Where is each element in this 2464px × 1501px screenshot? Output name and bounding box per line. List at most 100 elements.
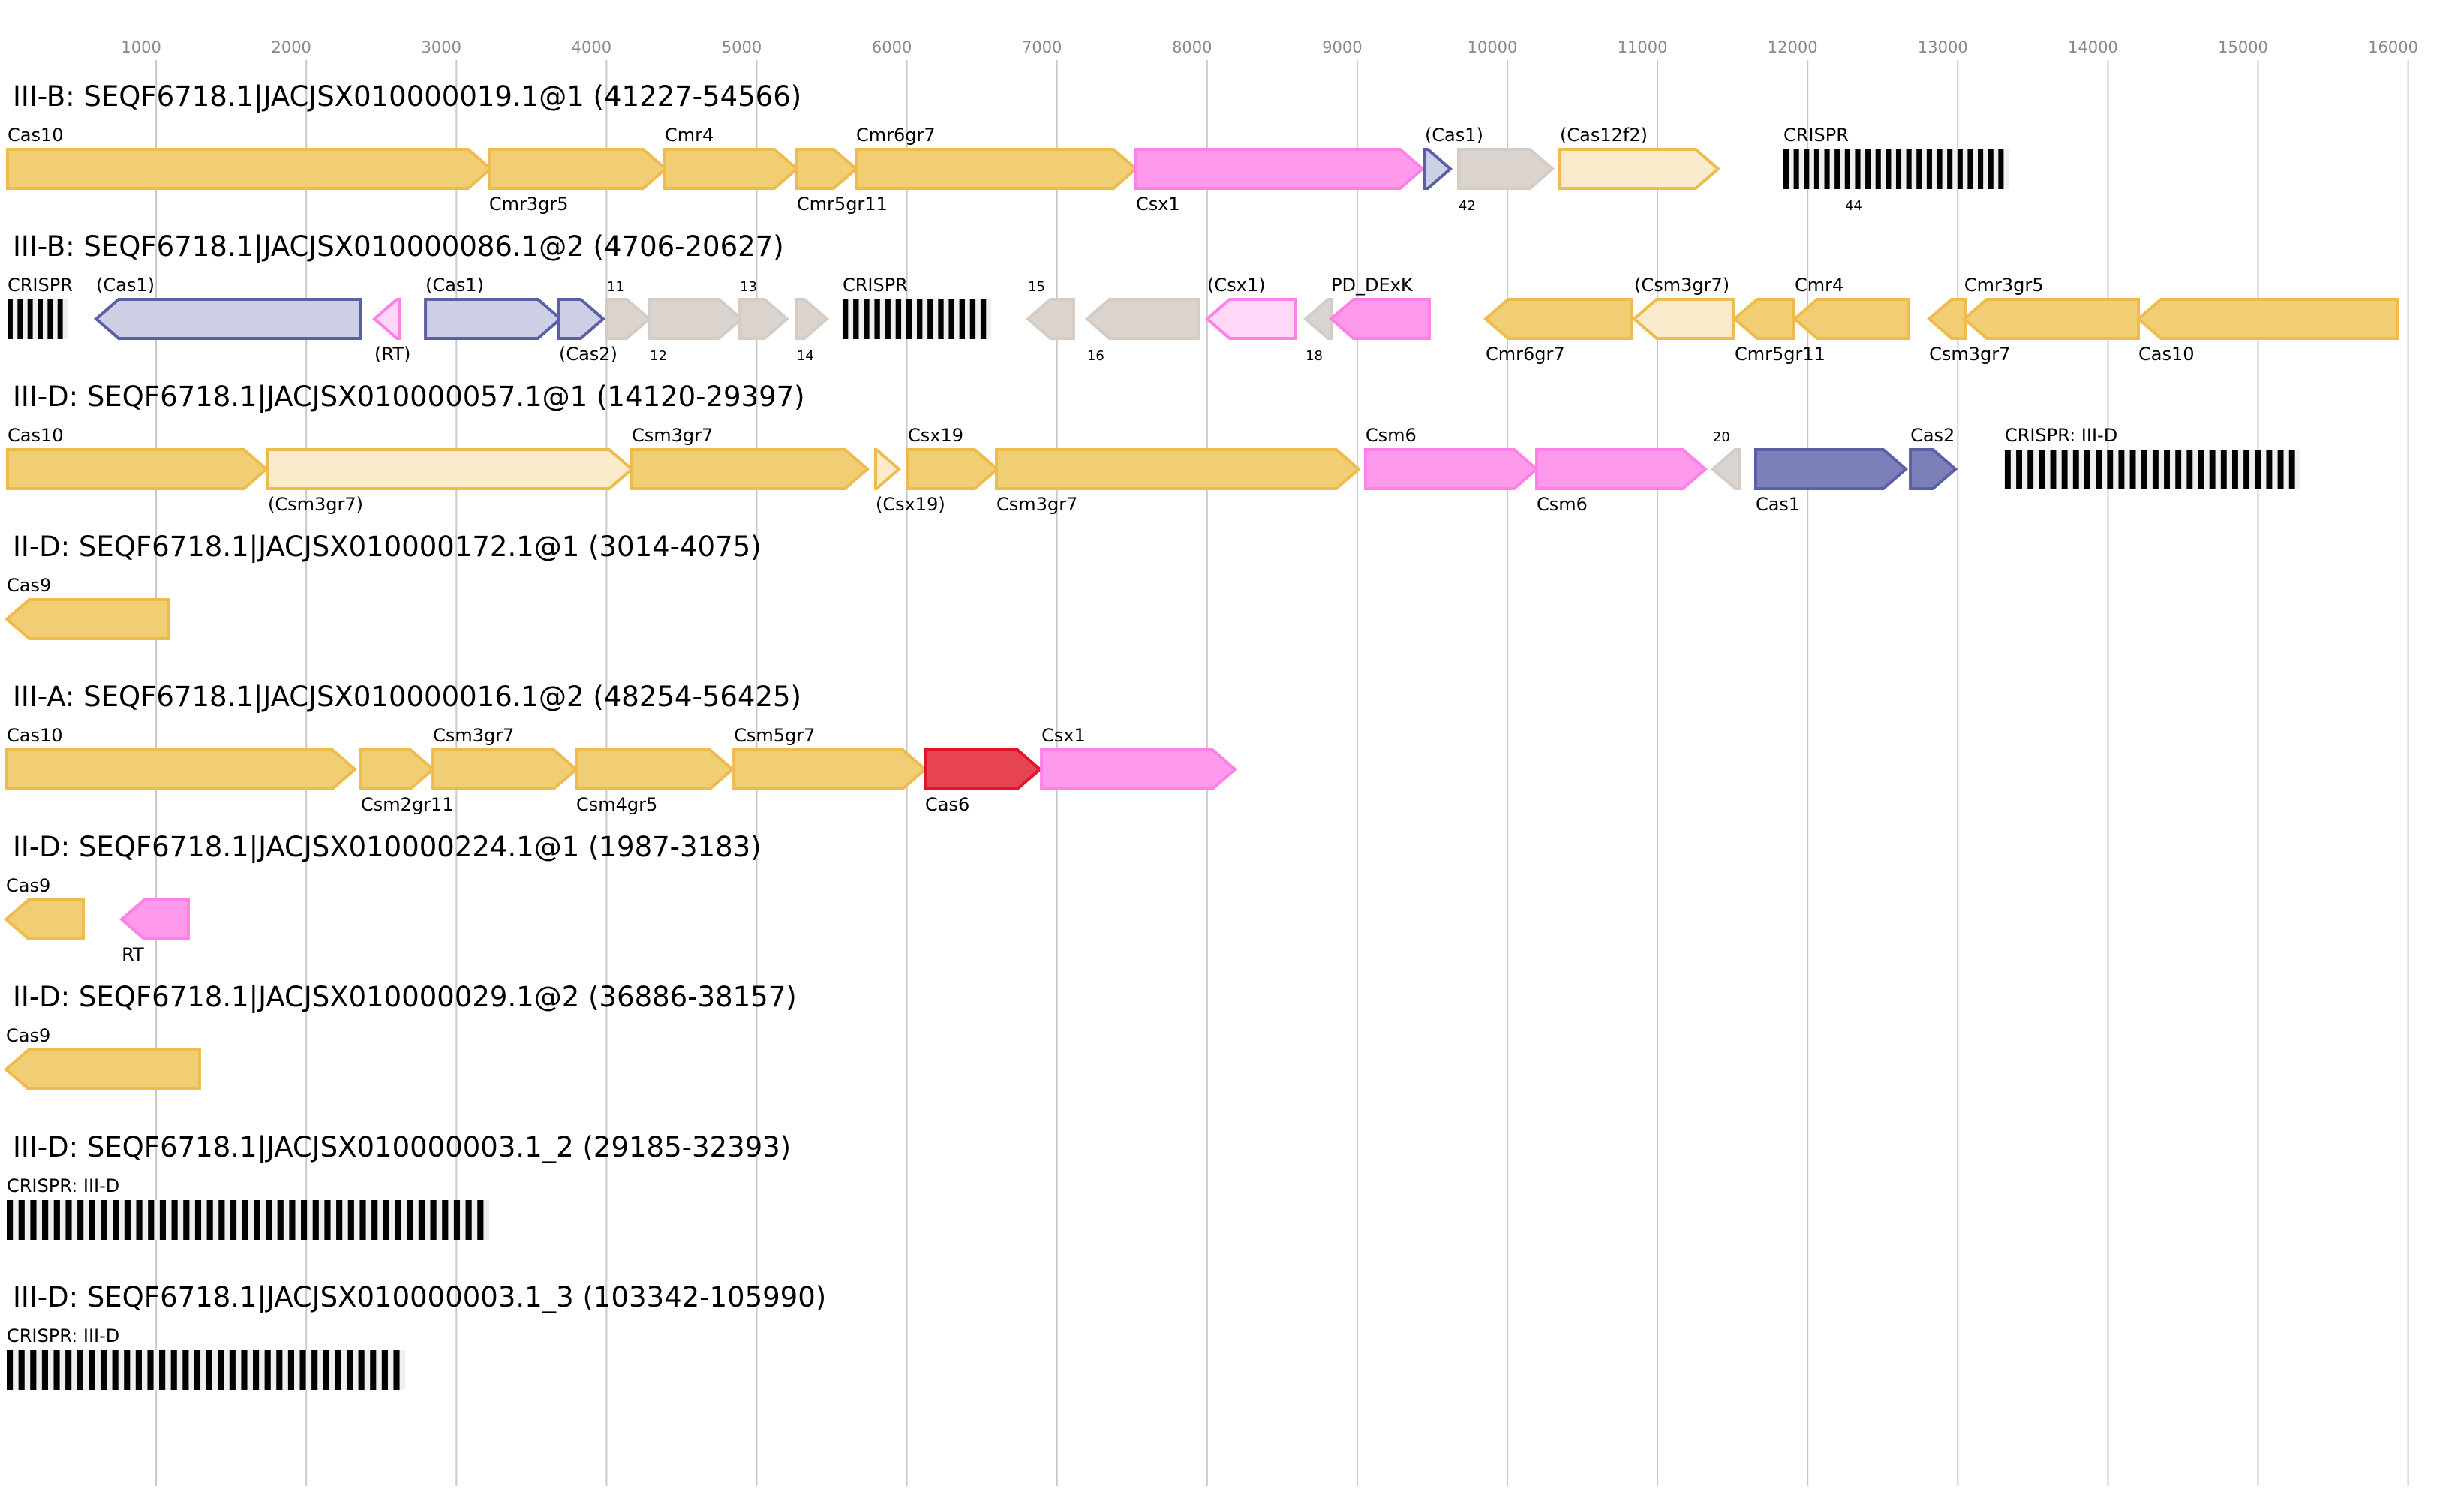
gene-arrow-reverse[interactable] (1303, 298, 1334, 340)
gene-arrow-reverse[interactable] (1329, 298, 1431, 340)
gene-arrow-reverse[interactable] (1732, 298, 1795, 340)
gene-arrow-reverse[interactable] (1792, 298, 1911, 340)
crispr-repeat (312, 1200, 319, 1240)
crispr-array[interactable] (8, 299, 68, 339)
track-title: II-D: SEQF6718.1|JACJSX010000029.1@2 (36… (13, 981, 797, 1013)
gene-arrow-reverse[interactable] (1961, 298, 2141, 340)
gene-label: Csm3gr7 (1929, 344, 2010, 365)
track-title: III-B: SEQF6718.1|JACJSX010000019.1@1 (4… (13, 80, 801, 113)
crispr-repeat (959, 299, 965, 339)
crispr-repeat (895, 299, 902, 339)
crispr-array[interactable] (842, 299, 992, 339)
gene-arrow-forward[interactable] (738, 298, 789, 340)
gene-arrow-reverse[interactable] (3, 1048, 201, 1090)
crispr-repeat (885, 299, 891, 339)
crispr-repeat (2061, 450, 2068, 489)
crispr-array[interactable] (2004, 450, 2300, 489)
crispr-repeat (287, 1350, 294, 1390)
crispr-repeat (371, 1200, 378, 1240)
gene-arrow-forward[interactable] (1535, 448, 1708, 490)
gene-arrow-forward[interactable] (487, 148, 669, 190)
gene-label: Cas10 (8, 425, 64, 446)
gene-arrow-forward[interactable] (431, 748, 579, 790)
gene-arrow-forward[interactable] (732, 748, 928, 790)
gene-arrow-forward[interactable] (5, 748, 358, 790)
crispr-repeat (2186, 450, 2193, 489)
gene-arrow-reverse[interactable] (1483, 298, 1634, 340)
crispr-repeat (264, 1350, 271, 1390)
gene-arrow-forward[interactable] (663, 148, 799, 190)
gene-arrow-forward[interactable] (854, 148, 1139, 190)
gene-arrow-forward[interactable] (795, 298, 830, 340)
gene-label: Csx19 (908, 425, 963, 446)
gene-arrow-forward[interactable] (359, 748, 436, 790)
crispr-repeat (2209, 450, 2216, 489)
gene-label: Cmr6gr7 (856, 125, 936, 146)
gene-arrow-reverse[interactable] (4, 598, 170, 640)
gene-arrow-reverse[interactable] (1632, 298, 1735, 340)
crispr-array[interactable] (7, 1200, 489, 1240)
track-title: II-D: SEQF6718.1|JACJSX010000172.1@1 (30… (13, 531, 762, 563)
gene-arrow-reverse[interactable] (1026, 298, 1075, 340)
crispr-repeat (430, 1200, 437, 1240)
crispr-repeat (230, 1200, 237, 1240)
gene-arrow-forward[interactable] (795, 148, 859, 190)
gene-arrow-forward[interactable] (605, 298, 652, 340)
crispr-repeat (218, 1200, 225, 1240)
crispr-repeat (18, 1350, 25, 1390)
gene-arrow-forward[interactable] (1423, 148, 1453, 190)
crispr-repeat (1834, 149, 1840, 189)
gene-arrow-forward[interactable] (924, 748, 1043, 790)
gene-label: 20 (1713, 429, 1730, 445)
crispr-repeat (383, 1200, 389, 1240)
gene-arrow-forward[interactable] (1558, 148, 1720, 190)
crispr-array[interactable] (1783, 149, 2009, 189)
gene-arrow-forward[interactable] (6, 148, 493, 190)
gene-arrow-reverse[interactable] (94, 298, 362, 340)
crispr-repeat (453, 1200, 461, 1240)
gene-arrow-forward[interactable] (1753, 448, 1909, 490)
gene-arrow-forward[interactable] (6, 448, 269, 490)
gene-arrow-forward[interactable] (574, 748, 735, 790)
crispr-array[interactable] (7, 1350, 406, 1390)
crispr-repeat (917, 299, 923, 339)
crispr-repeat (254, 1200, 260, 1240)
crispr-repeat (927, 299, 933, 339)
gene-arrow-reverse[interactable] (1204, 298, 1297, 340)
crispr-repeat (948, 299, 954, 339)
track: III-D: SEQF6718.1|JACJSX010000003.1_3 (1… (7, 1281, 826, 1390)
gene-arrow-forward[interactable] (1040, 748, 1238, 790)
crispr-repeat (2004, 450, 2011, 489)
crispr-repeat (289, 1200, 296, 1240)
gene-arrow-forward[interactable] (424, 298, 563, 340)
gene-label: RT (122, 944, 144, 965)
gene-arrow-forward[interactable] (1363, 448, 1540, 490)
gene-arrow-reverse[interactable] (1084, 298, 1200, 340)
gene-arrow-reverse[interactable] (1710, 448, 1741, 490)
crispr-repeat (65, 1350, 72, 1390)
gene-arrow-forward[interactable] (1456, 148, 1555, 190)
gene-arrow-forward[interactable] (1134, 148, 1425, 190)
gene-arrow-forward[interactable] (906, 448, 1000, 490)
crispr-repeat (53, 1350, 60, 1390)
gene-label: Cas9 (6, 875, 50, 896)
gene-label: (Cas1) (1425, 125, 1483, 146)
gene-arrow-reverse[interactable] (3, 898, 86, 940)
track-title: III-D: SEQF6718.1|JACJSX010000057.1@1 (1… (13, 381, 805, 413)
gene-arrow-forward[interactable] (995, 448, 1361, 490)
crispr-repeat (89, 1200, 95, 1240)
gene-arrow-reverse[interactable] (119, 898, 190, 940)
gene-arrow-forward[interactable] (266, 448, 635, 490)
gene-arrow-forward[interactable] (873, 448, 902, 490)
gene-arrow-reverse[interactable] (2135, 298, 2399, 340)
gene-arrow-reverse[interactable] (371, 298, 402, 340)
gene-arrow-forward[interactable] (1909, 448, 1958, 490)
gene-arrow-forward[interactable] (648, 298, 744, 340)
crispr-repeat (77, 1200, 84, 1240)
crispr-repeat (253, 1350, 260, 1390)
gene-arrow-forward[interactable] (630, 448, 870, 490)
gene-arrow-reverse[interactable] (1927, 298, 1967, 340)
gene-label: Csm3gr7 (996, 494, 1077, 515)
gene-arrow-forward[interactable] (557, 298, 606, 340)
tick-label: 16000 (2368, 38, 2418, 56)
